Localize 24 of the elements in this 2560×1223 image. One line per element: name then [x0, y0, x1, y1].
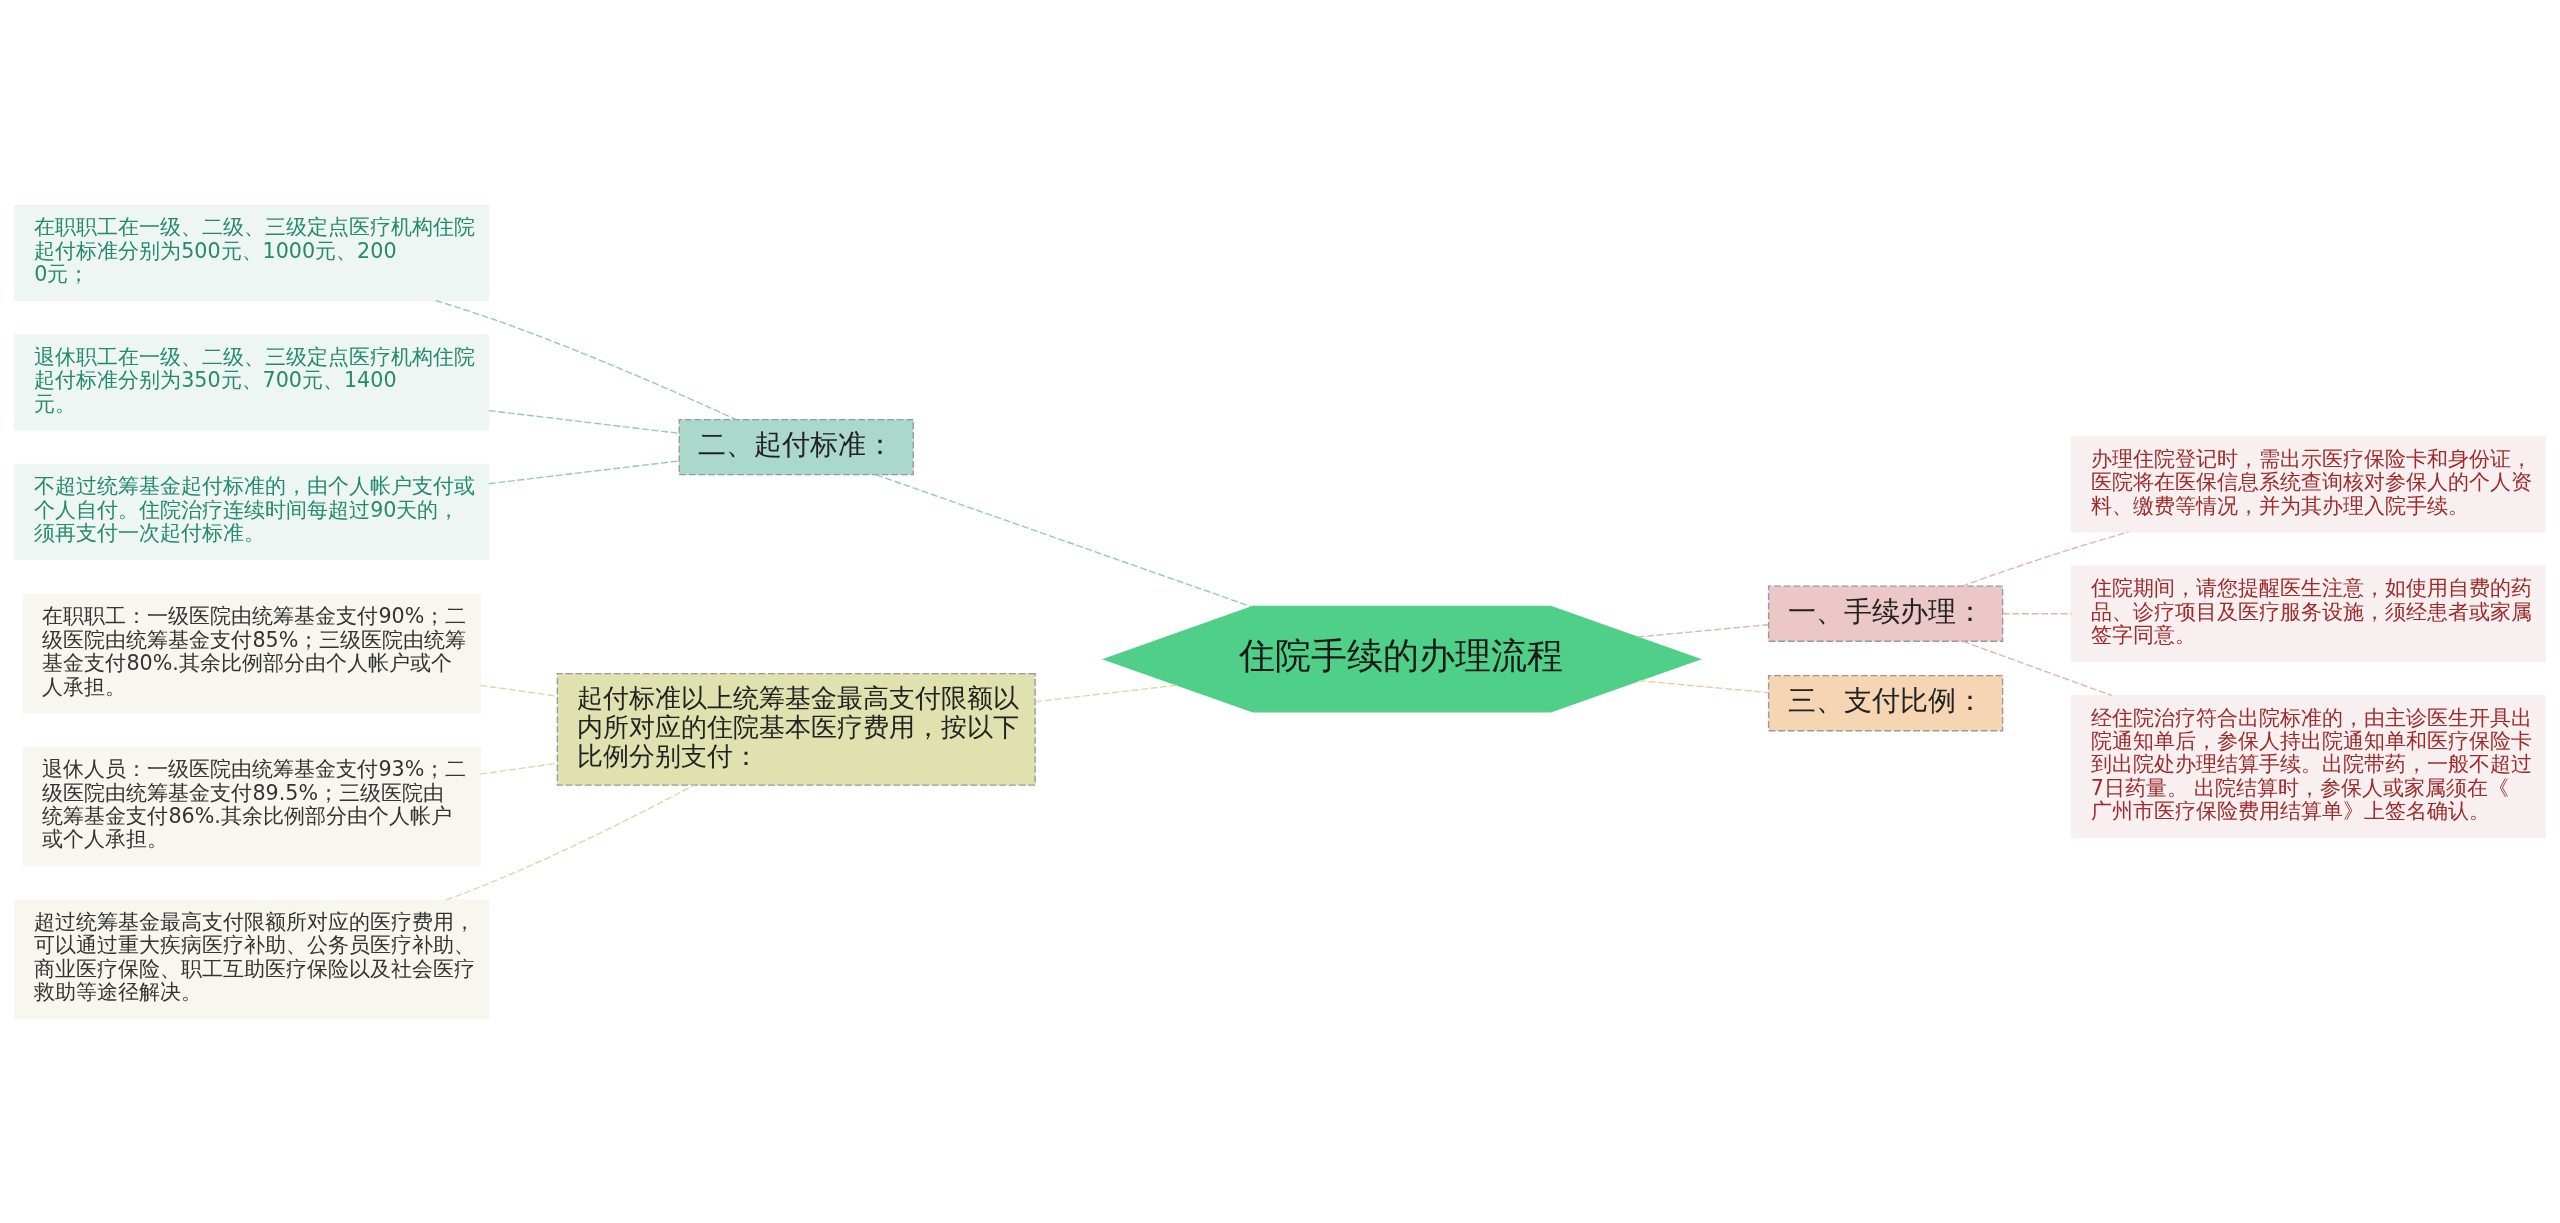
connector — [1638, 679, 1769, 693]
connector — [875, 473, 1253, 607]
connector — [488, 409, 680, 434]
connector — [435, 299, 737, 420]
node-box: 二、起付标准： — [678, 418, 914, 475]
node-box: 三、支付比例： — [1767, 674, 2004, 731]
node-box: 退休职工在一级、二级、三级定点医疗机构住院起付标准分别为350元、700元、1400元。 — [14, 333, 490, 431]
connector — [1962, 640, 2113, 696]
node-box: 在职职工：一级医院由统筹基金支付90%；二级医院由统筹基金支付85%；三级医院由统筹基金支付80%.其余比例部分由个人帐户或个人承担。 — [22, 593, 481, 714]
connector — [1636, 623, 1769, 638]
connector — [445, 783, 695, 901]
node-box: 退休人员：一级医院由统筹基金支付93%；二级医院由统筹基金支付89.5%；三级医院由统筹基金支付86%.其余比例部分由个人帐户或个人承担。 — [22, 746, 481, 866]
node-box: 在职职工在一级、二级、三级定点医疗机构住院起付标准分别为500元、1000元、2000元； — [14, 204, 490, 301]
node-box: 办理住院登记时，需出示医疗保险卡和身份证，医院将在医保信息系统查询核对参保人的个人资料、缴费等情况，并为其办理入院手续。 — [2070, 435, 2546, 532]
node-box: 不超过统筹基金起付标准的，由个人帐户支付或个人自付。住院治疗连续时间每超过90天的，须再支付一次起付标准。 — [14, 463, 490, 560]
node-box: 起付标准以上统筹基金最高支付限额以内所对应的住院基本医疗费用，按以下比例分别支付： — [556, 672, 1036, 786]
node-box: 经住院治疗符合出院标准的，由主诊医生开具出院通知单后，参保人持出院通知单和医疗保险卡到出院处办理结算手续。出院带药，一般不超过7日药量。 出院结算时，参保人或家属须在《广州市医疗保险费用结算单》上签名确认。 — [2070, 694, 2546, 838]
connector — [2002, 612, 2073, 614]
node-box: 一、手续办理： — [1767, 585, 2004, 642]
connector — [1961, 530, 2130, 587]
node-box: 住院期间，请您提醒医生注意，如使用自费的药品、诊疗项目及医疗服务设施，须经患者或家属签字同意。 — [2070, 565, 2546, 662]
connector — [488, 459, 680, 484]
node-box: 超过统筹基金最高支付限额所对应的医疗费用，可以通过重大疾病医疗补助、公务员医疗补助、商业医疗保险、职工互助医疗保险以及社会医疗救助等途径解决。 — [14, 898, 490, 1019]
connector — [1034, 683, 1179, 702]
